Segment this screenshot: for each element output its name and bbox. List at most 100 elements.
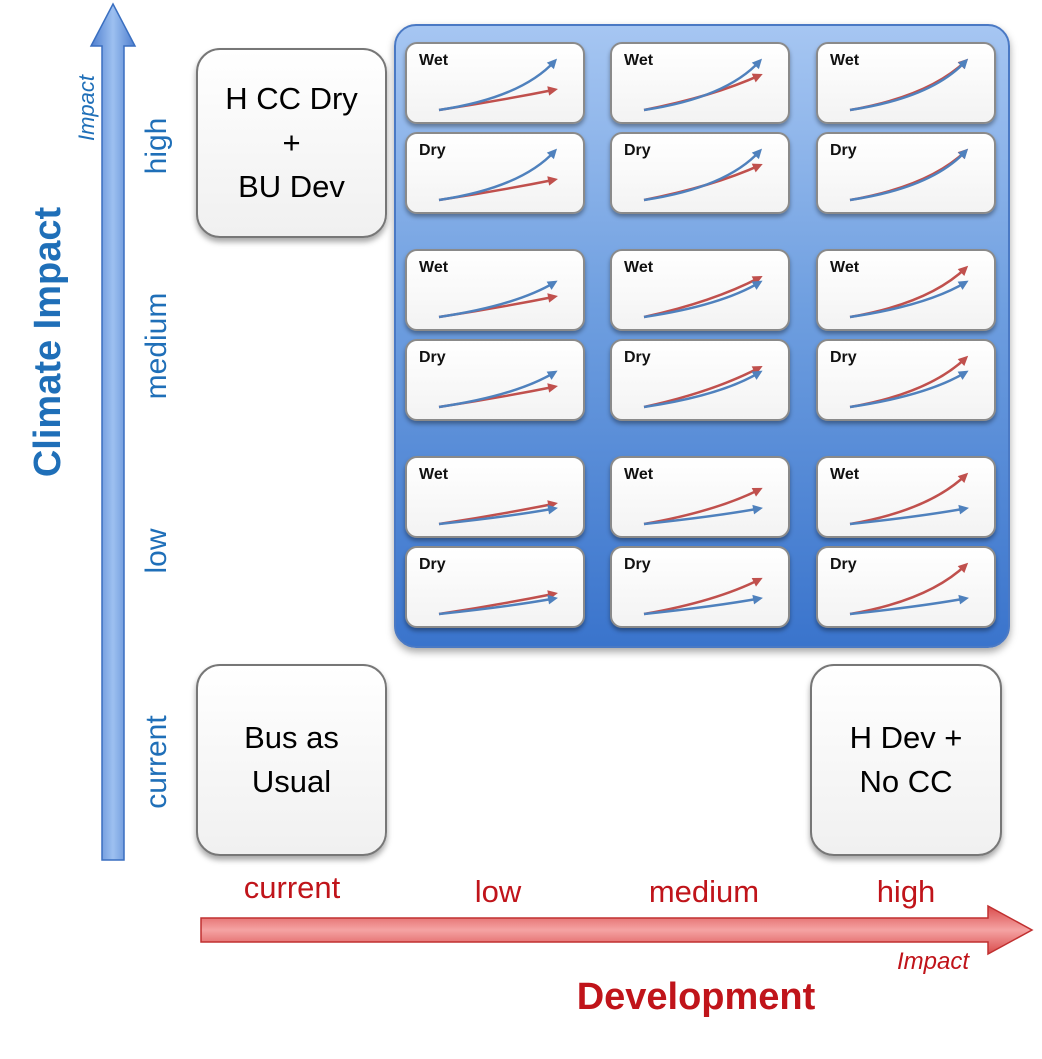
- scenario-label: Dry: [624, 556, 651, 573]
- box-high-dev-no-cc: H Dev + No CC: [810, 664, 1002, 856]
- scenario-label: Dry: [419, 142, 446, 159]
- climate-trend-arrowhead: [546, 370, 558, 380]
- scenario-label: Dry: [830, 349, 857, 366]
- climate-trend-line: [438, 371, 556, 409]
- development-level-medium: medium: [648, 874, 760, 909]
- development-trend-arrowhead: [547, 176, 558, 186]
- scenario-card-high-high-dry: Dry: [816, 132, 996, 214]
- development-trend-line: [849, 563, 967, 616]
- climate-axis-arrow: [89, 2, 137, 861]
- climate-trend-line: [849, 507, 967, 526]
- development-title: Development: [576, 976, 816, 1018]
- climate-trend-line: [849, 371, 967, 409]
- development-axis-arrow: [200, 904, 1034, 956]
- climate-trend-line: [849, 149, 967, 202]
- box-line: +: [282, 125, 301, 160]
- box-high-cc-dry-bu-dev: H CC Dry + BU Dev: [196, 48, 387, 238]
- scenario-label: Wet: [624, 466, 654, 483]
- development-trend-line: [643, 578, 761, 616]
- climate-level-current: current: [140, 715, 173, 809]
- scenario-card-high-high-wet: Wet: [816, 42, 996, 124]
- climate-trend-line: [643, 507, 761, 526]
- development-trend-arrowhead: [957, 472, 969, 484]
- climate-trend-arrowhead: [751, 58, 763, 70]
- climate-trend-arrowhead: [957, 148, 969, 160]
- climate-trend-line: [849, 59, 967, 112]
- scenario-label: Dry: [419, 556, 446, 573]
- scenario-card-medium-low-dry: Dry: [405, 339, 585, 421]
- scenario-card-medium-medium-wet: Wet: [610, 249, 790, 331]
- climate-trend-arrowhead: [751, 370, 763, 380]
- climate-trend-line: [643, 59, 761, 112]
- development-level-high: high: [876, 874, 936, 909]
- climate-trend-arrowhead: [752, 504, 763, 515]
- scenario-label: Dry: [419, 349, 446, 366]
- development-level-low: low: [474, 874, 522, 909]
- climate-trend-arrowhead: [751, 148, 763, 160]
- climate-trend-arrowhead: [957, 58, 969, 70]
- climate-impact-title: Climate Impact: [27, 206, 69, 478]
- development-trend-line: [849, 59, 967, 112]
- development-trend-arrowhead: [547, 86, 558, 96]
- climate-trend-line: [643, 281, 761, 319]
- climate-trend-arrowhead: [547, 504, 558, 515]
- scenario-label: Wet: [624, 52, 654, 69]
- scenario-label: Wet: [830, 466, 860, 483]
- scenario-label: Dry: [624, 142, 651, 159]
- climate-trend-arrowhead: [958, 594, 969, 605]
- climate-trend-arrowhead: [546, 58, 558, 70]
- scenario-label: Wet: [830, 259, 860, 276]
- development-trend-arrowhead: [547, 383, 558, 393]
- development-trend-line: [849, 149, 967, 202]
- scenario-card-low-high-wet: Wet: [816, 456, 996, 538]
- development-trend-arrowhead: [751, 73, 763, 83]
- development-sub-label: Impact: [896, 948, 970, 975]
- climate-trend-arrowhead: [547, 594, 558, 605]
- climate-trend-arrowhead: [957, 280, 969, 290]
- development-trend-arrowhead: [547, 293, 558, 303]
- climate-trend-line: [643, 597, 761, 616]
- development-trend-arrowhead: [957, 355, 969, 367]
- climate-trend-arrowhead: [957, 370, 969, 380]
- scenario-card-low-low-dry: Dry: [405, 546, 585, 628]
- scenario-label: Wet: [419, 259, 449, 276]
- box-line: Usual: [251, 764, 332, 799]
- scenario-label: Wet: [419, 52, 449, 69]
- climate-trend-arrowhead: [751, 280, 763, 290]
- box-line: Bus as: [244, 720, 339, 755]
- scenario-card-medium-medium-dry: Dry: [610, 339, 790, 421]
- development-trend-arrowhead: [751, 366, 763, 375]
- scenario-card-low-low-wet: Wet: [405, 456, 585, 538]
- scenario-label: Wet: [419, 466, 449, 483]
- climate-impact-sub-label: Impact: [74, 74, 99, 142]
- scenario-grid-panel: [394, 24, 1010, 648]
- climate-trend-line: [849, 281, 967, 319]
- scenario-label: Dry: [624, 349, 651, 366]
- scenario-card-high-low-wet: Wet: [405, 42, 585, 124]
- development-trend-line: [643, 366, 761, 409]
- scenario-label: Wet: [830, 52, 860, 69]
- development-trend-line: [643, 74, 761, 112]
- climate-trend-line: [849, 597, 967, 616]
- scenario-card-medium-high-wet: Wet: [816, 249, 996, 331]
- scenario-card-low-medium-dry: Dry: [610, 546, 790, 628]
- scenario-card-low-medium-wet: Wet: [610, 456, 790, 538]
- box-line: No CC: [859, 764, 953, 799]
- scenario-label: Wet: [624, 259, 654, 276]
- climate-trend-arrowhead: [546, 280, 558, 290]
- scenario-card-high-low-dry: Dry: [405, 132, 585, 214]
- climate-trend-line: [643, 149, 761, 202]
- climate-level-medium: medium: [140, 292, 173, 400]
- development-trend-line: [643, 164, 761, 202]
- development-trend-arrowhead: [957, 265, 969, 277]
- box-line: H Dev +: [849, 720, 963, 755]
- development-trend-arrowhead: [751, 276, 763, 285]
- scenario-card-high-medium-wet: Wet: [610, 42, 790, 124]
- climate-trend-line: [438, 59, 556, 112]
- scenario-card-high-medium-dry: Dry: [610, 132, 790, 214]
- climate-trend-arrowhead: [546, 148, 558, 160]
- climate-level-low: low: [140, 528, 173, 574]
- development-trend-arrowhead: [751, 163, 763, 173]
- scenario-label: Dry: [830, 556, 857, 573]
- climate-trend-line: [643, 371, 761, 409]
